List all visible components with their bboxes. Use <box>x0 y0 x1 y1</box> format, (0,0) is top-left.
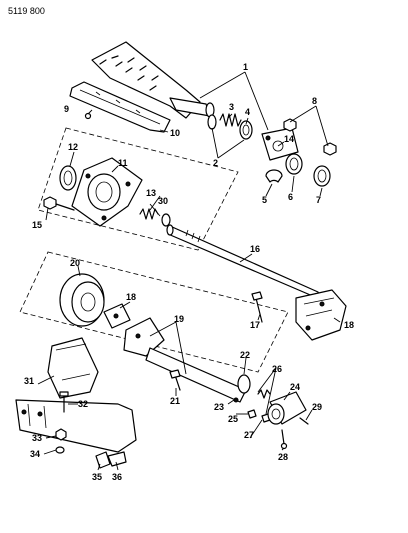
column-jacket-part-19 <box>123 317 247 403</box>
collar-part-22 <box>237 374 251 394</box>
callout-35: 35 <box>92 472 102 482</box>
callout-26: 26 <box>272 364 282 374</box>
callout-18: 18 <box>344 320 354 330</box>
clip-part-35 <box>95 451 111 469</box>
clip-part-36 <box>107 451 127 467</box>
ring-part-2 <box>207 114 217 130</box>
bearing-part-4 <box>239 120 253 140</box>
stud-part-17 <box>251 291 263 323</box>
steering-shaft-part-16 <box>166 224 323 301</box>
callout-24: 24 <box>290 382 300 392</box>
callout-34: 34 <box>30 449 40 459</box>
callout-6: 6 <box>288 192 293 202</box>
spring-part-26 <box>257 389 271 399</box>
callout-7: 7 <box>316 195 321 205</box>
callout-23: 23 <box>214 402 224 412</box>
callout-22: 22 <box>240 350 250 360</box>
callout-32: 32 <box>78 399 88 409</box>
upper-group-outline <box>37 127 239 251</box>
callout-10: 10 <box>170 128 180 138</box>
callout-27: 27 <box>244 430 254 440</box>
callout-19: 19 <box>174 314 184 324</box>
middle-group-outline <box>19 251 289 373</box>
housing-part-24 <box>267 391 307 425</box>
callout-21: 21 <box>170 396 180 406</box>
callout-16: 16 <box>250 244 260 254</box>
leader-lines <box>37 71 341 471</box>
nut-part-8 <box>283 118 337 156</box>
washer-part-34 <box>55 446 65 454</box>
callout-28: 28 <box>278 452 288 462</box>
clip-part-25 <box>247 409 257 419</box>
callout-8: 8 <box>312 96 317 106</box>
callout-12: 12 <box>68 142 78 152</box>
callout-11: 11 <box>118 158 128 168</box>
pin-part-29 <box>299 417 309 425</box>
ring-part-6 <box>285 153 303 175</box>
disc-part-20 <box>59 273 105 327</box>
callout-1: 1 <box>243 62 248 72</box>
callout-15: 15 <box>32 220 42 230</box>
document-id: 5119 800 <box>8 6 45 16</box>
screw-part-28 <box>280 429 288 450</box>
callout-9: 9 <box>64 104 69 114</box>
bolt-part-15 <box>43 196 75 211</box>
screw-part-21 <box>169 369 181 391</box>
cover-strip-part <box>69 81 171 133</box>
spring-part-3 <box>219 113 242 127</box>
bracket-part-18-left <box>103 303 131 329</box>
callout-14: 14 <box>284 134 294 144</box>
flange-plate-part-11 <box>71 157 143 227</box>
pin-part-23 <box>233 397 239 403</box>
housing-part-14 <box>261 127 299 161</box>
callout-3: 3 <box>229 102 234 112</box>
callout-4: 4 <box>245 107 250 117</box>
clip-part-5 <box>265 169 283 183</box>
callout-13: 13 <box>146 188 156 198</box>
callout-29: 29 <box>312 402 322 412</box>
screw-part-9 <box>84 112 92 120</box>
mount-bracket-part-31 <box>47 337 99 399</box>
callout-2: 2 <box>213 158 218 168</box>
callout-33: 33 <box>32 433 42 443</box>
callout-18-left: 18 <box>126 292 136 302</box>
callout-31: 31 <box>24 376 34 386</box>
callout-20: 20 <box>70 258 80 268</box>
bracket-part-18 <box>295 289 347 341</box>
seal-part-12 <box>59 165 77 191</box>
nut-part-33 <box>55 428 67 441</box>
callout-5: 5 <box>262 195 267 205</box>
callout-17: 17 <box>250 320 260 330</box>
callout-25: 25 <box>228 414 238 424</box>
callout-30: 30 <box>158 196 168 206</box>
ring-part-7 <box>313 165 331 187</box>
washer-part-30 <box>161 213 171 227</box>
callout-36: 36 <box>112 472 122 482</box>
bolt-part-32 <box>59 391 69 413</box>
intermediate-shaft <box>15 399 137 453</box>
spring-part-13 <box>139 208 159 220</box>
callout-labels: 1 2 3 4 5 6 7 8 9 10 11 12 13 14 15 16 1… <box>24 62 354 482</box>
